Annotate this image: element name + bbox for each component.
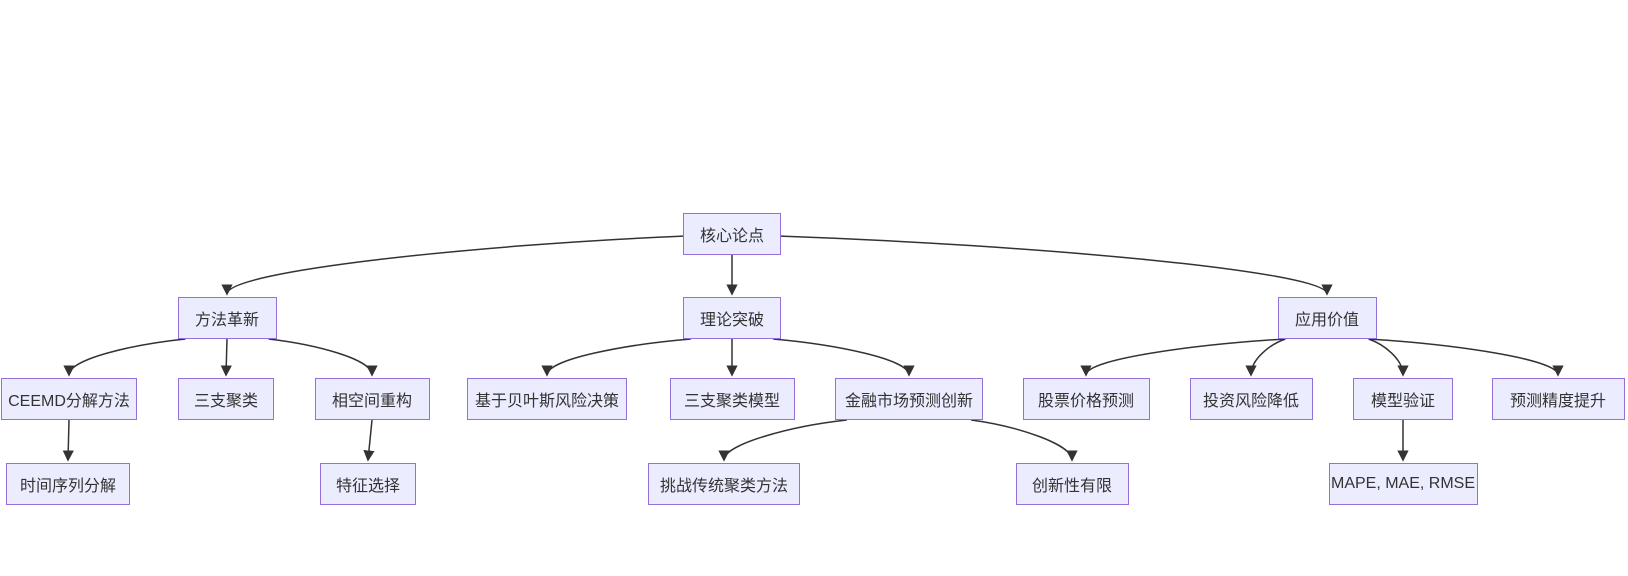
edge-application-value-to-investment-risk-reduction [1245, 338, 1286, 377]
diagram-node-application-value: 应用价值 [1277, 297, 1377, 339]
edge-method-innovation-to-three-way-clustering [220, 338, 232, 377]
diagram-node-method-innovation: 方法革新 [177, 297, 277, 339]
edge-application-value-to-model-validation [1368, 338, 1409, 377]
diagram-node-core-thesis: 核心论点 [683, 213, 781, 255]
diagram-node-limited-innovation: 创新性有限 [1015, 463, 1129, 505]
edge-core-thesis-to-method-innovation [221, 235, 684, 296]
diagram-node-stock-price-prediction: 股票价格预测 [1022, 378, 1150, 420]
edge-theory-breakthrough-to-financial-market-prediction-innovation [773, 338, 915, 377]
edge-financial-market-prediction-innovation-to-limited-innovation [971, 419, 1078, 462]
edge-theory-breakthrough-to-bayesian-risk-decision [541, 338, 691, 377]
diagram-node-challenge-traditional-clustering: 挑战传统聚类方法 [648, 463, 800, 505]
diagram-node-feature-selection: 特征选择 [320, 463, 416, 505]
edge-ceemd-decomposition-to-time-series-decomposition [62, 419, 74, 462]
diagram-node-phase-space-reconstruction: 相空间重构 [314, 378, 430, 420]
diagram-node-theory-breakthrough: 理论突破 [683, 297, 781, 339]
edge-financial-market-prediction-innovation-to-challenge-traditional-clustering [718, 419, 847, 462]
edge-application-value-to-stock-price-prediction [1080, 338, 1286, 377]
diagram-node-three-way-clustering: 三支聚类 [178, 378, 274, 420]
diagram-node-three-way-clustering-model: 三支聚类模型 [669, 378, 795, 420]
diagram-node-evaluation-metrics: MAPE, MAE, RMSE [1328, 463, 1478, 505]
diagram-node-ceemd-decomposition: CEEMD分解方法 [1, 378, 137, 420]
edge-application-value-to-prediction-accuracy-improvement [1368, 338, 1564, 377]
diagram-node-prediction-accuracy-improvement: 预测精度提升 [1491, 378, 1625, 420]
diagram-node-model-validation: 模型验证 [1353, 378, 1453, 420]
diagram-node-time-series-decomposition: 时间序列分解 [6, 463, 130, 505]
edge-core-thesis-to-application-value [780, 235, 1333, 296]
diagram-node-financial-market-prediction-innovation: 金融市场预测创新 [835, 378, 983, 420]
diagram-node-investment-risk-reduction: 投资风险降低 [1189, 378, 1313, 420]
edge-method-innovation-to-phase-space-reconstruction [268, 338, 378, 377]
edge-phase-space-reconstruction-to-feature-selection [363, 419, 375, 462]
diagram-node-bayesian-risk-decision: 基于贝叶斯风险决策 [467, 378, 627, 420]
edge-method-innovation-to-ceemd-decomposition [63, 338, 186, 377]
